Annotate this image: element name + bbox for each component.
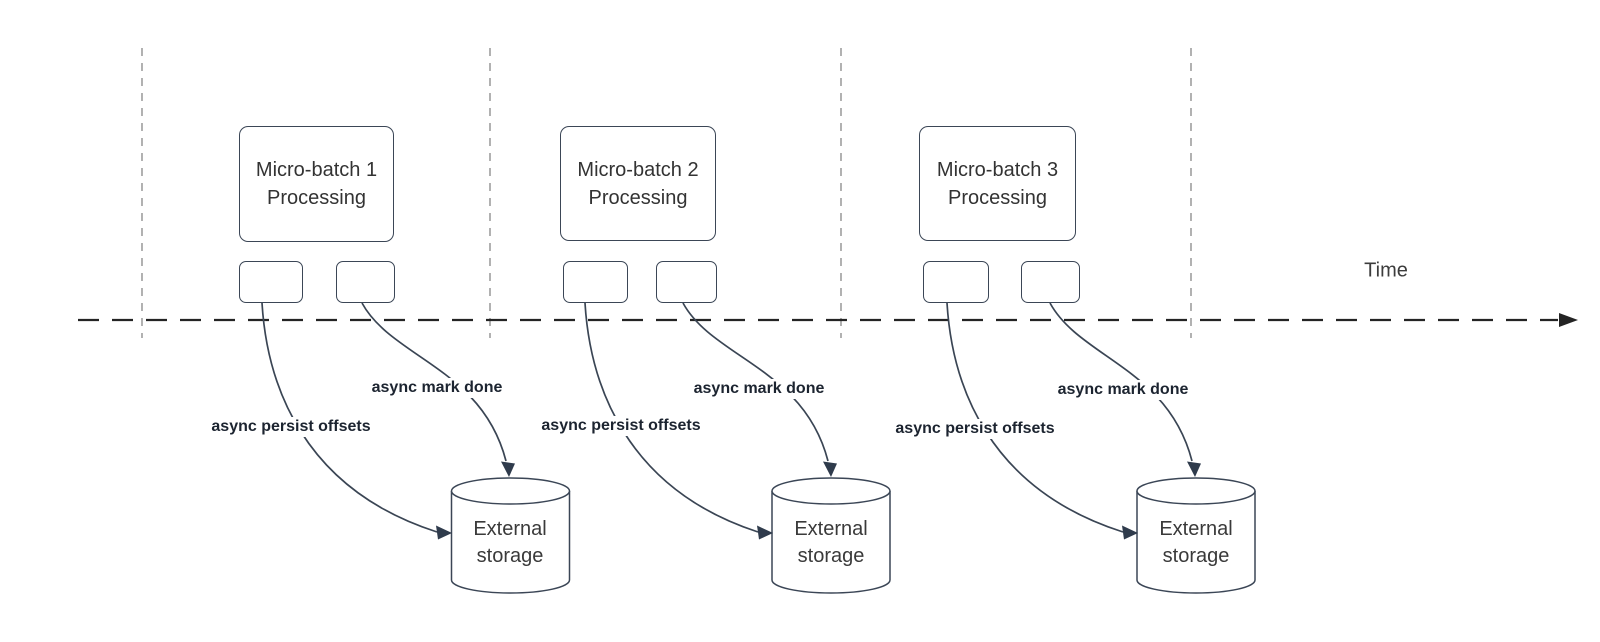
microbatch-2-label-line2: Processing — [588, 186, 688, 209]
persist-arrowhead-2-icon — [757, 525, 773, 540]
microbatch-3-label-line1: Micro-batch 3 — [936, 158, 1059, 181]
external-storage-2-line1: External — [794, 518, 868, 540]
storage-cylinder-2-body — [771, 491, 891, 594]
microbatch-3-label-line2: Processing — [948, 186, 1047, 209]
microbatch-2-label-line1: Micro-batch 2 — [577, 158, 699, 181]
microbatch-1-task-rect-right — [336, 261, 395, 303]
persist-offsets-label-1: async persist offsets — [208, 417, 374, 437]
mark-done-arrowhead-1-icon — [501, 461, 515, 477]
storage-cylinders — [450, 477, 1256, 594]
microbatch-2-task-rect-left — [563, 261, 628, 303]
persist-arrowhead-1-icon — [436, 525, 452, 540]
external-storage-label-1: External storage — [473, 516, 546, 570]
vertical-guides — [141, 48, 1192, 338]
mark-done-arrow-3 — [1049, 302, 1193, 462]
persist-offsets-arrow-3 — [946, 302, 1124, 533]
storage-cylinder-1-body — [450, 491, 571, 594]
time-label: Time — [1364, 259, 1408, 282]
microbatch-1-label-line2: Processing — [267, 187, 366, 209]
microbatch-1-box: Micro-batch 1 Processing — [239, 126, 394, 242]
microbatch-2-task-rect-right — [656, 261, 717, 303]
mark-done-arrow-1 — [361, 302, 507, 462]
mark-done-arrow-2 — [682, 302, 829, 462]
external-storage-label-3: External storage — [1159, 516, 1232, 570]
persist-offsets-label-2: async persist offsets — [538, 416, 704, 436]
mark-done-arrowhead-2-icon — [823, 461, 837, 477]
microbatch-3-task-rect-left — [923, 261, 989, 303]
persist-arrowhead-3-icon — [1122, 525, 1138, 540]
storage-cylinder-3-top — [1136, 477, 1256, 505]
external-storage-1-line2: storage — [476, 545, 544, 567]
microbatch-3-box: Micro-batch 3 Processing — [919, 126, 1076, 241]
microbatch-1-label-line1: Micro-batch 1 — [255, 159, 378, 181]
external-storage-label-2: External storage — [794, 516, 867, 570]
mark-done-arrowhead-3-icon — [1187, 461, 1201, 477]
connector-arrowheads — [436, 461, 1201, 540]
external-storage-3-line2: storage — [1162, 545, 1230, 567]
storage-cylinder-2-top — [771, 477, 891, 505]
connector-curves — [261, 302, 1193, 533]
external-storage-2-line2: storage — [797, 545, 865, 567]
mark-done-label-1: async mark done — [368, 378, 506, 398]
external-storage-1-line1: External — [473, 518, 547, 540]
time-axis-arrowhead-icon — [1559, 313, 1578, 327]
storage-cylinder-3-body — [1136, 491, 1256, 594]
storage-cylinder-1-top — [450, 477, 571, 505]
mark-done-label-2: async mark done — [690, 379, 828, 399]
mark-done-label-3: async mark done — [1054, 380, 1192, 400]
external-storage-3-line1: External — [1159, 518, 1233, 540]
persist-offsets-label-3: async persist offsets — [892, 419, 1058, 439]
microbatch-2-box: Micro-batch 2 Processing — [560, 126, 716, 241]
microbatch-3-task-rect-right — [1021, 261, 1080, 303]
microbatch-1-task-rect-left — [239, 261, 303, 303]
